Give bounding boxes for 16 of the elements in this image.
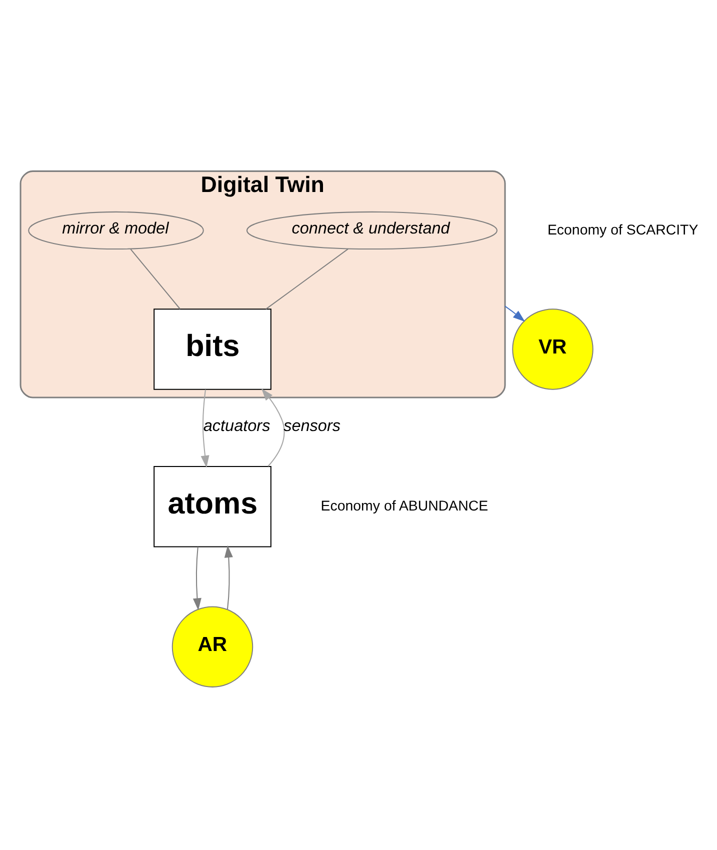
arrow [224,545,233,610]
node-ellipse: mirror & model [28,211,204,250]
node-box: atoms [154,466,272,548]
label: Economy of ABUNDANCE [320,498,488,514]
connector [266,248,348,310]
node-ellipse: connect & understand [246,211,498,250]
node-box: bits [154,308,272,390]
arrow [261,388,285,467]
connector [130,248,180,310]
arrow [192,546,202,610]
edge-label: actuators [203,416,270,435]
edge-label: sensors [284,416,340,435]
arrow [504,306,526,322]
label: Economy of SCARCITY [547,222,698,238]
arrow [200,389,210,468]
node-circle: AR [172,606,254,688]
